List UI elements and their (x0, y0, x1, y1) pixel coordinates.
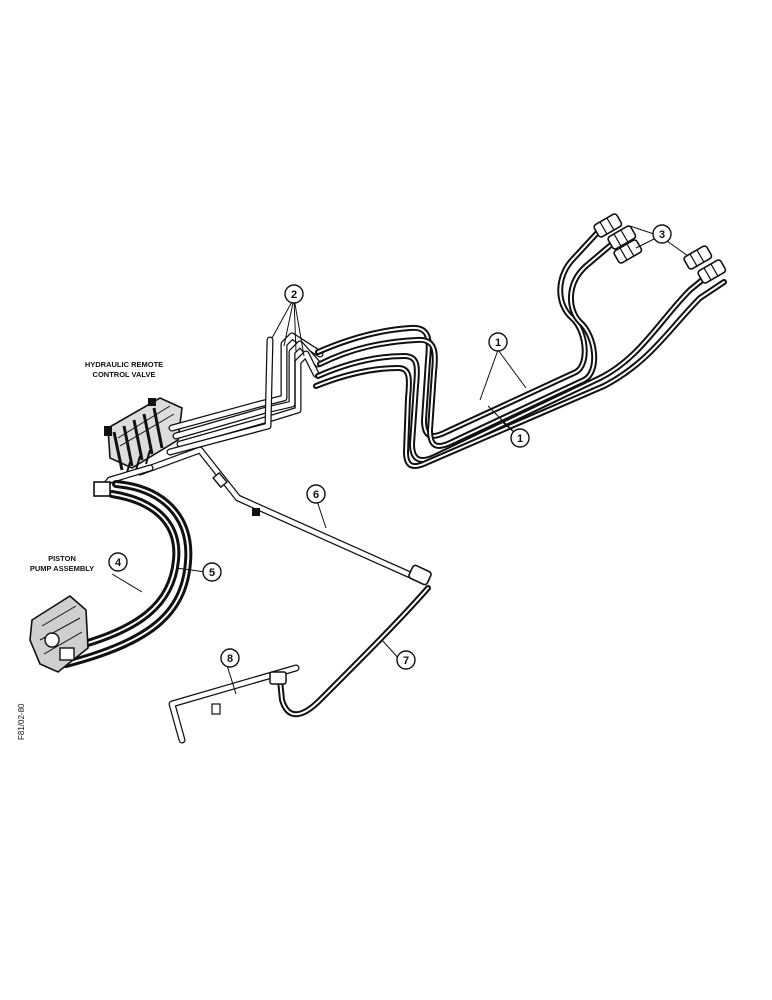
callout-number: 2 (291, 289, 297, 301)
valve-label-line1: HYDRAULIC REMOTE (85, 360, 163, 369)
pump-hoses-4-5 (62, 480, 193, 668)
callout-number: 3 (659, 229, 665, 241)
valve-label-line2: CONTROL VALVE (93, 370, 156, 379)
piston-pump-assembly (29, 595, 89, 673)
callout-number: 6 (313, 489, 319, 501)
callout-number: 8 (227, 653, 233, 665)
leader-lines (111, 225, 689, 695)
callout-1b: 1 (510, 428, 530, 448)
steel-feed-line-6 (96, 446, 432, 586)
pump-label-line2: PUMP ASSEMBLY (30, 564, 94, 573)
quick-couplers (593, 213, 727, 284)
callout-number: 1 (495, 337, 501, 349)
callout-5: 5 (202, 562, 222, 582)
return-hose-7 (277, 585, 431, 718)
callout-number: 1 (517, 433, 523, 445)
callout-number: 7 (403, 655, 409, 667)
callout-1a: 1 (488, 332, 508, 352)
hose-bundle-1 (313, 229, 727, 470)
callout-number: 4 (115, 557, 122, 569)
pump-label-line1: PISTON (48, 554, 76, 563)
return-tube-8 (168, 664, 300, 744)
callout-6: 6 (306, 484, 326, 504)
callout-8: 8 (220, 648, 240, 668)
callout-3: 3 (652, 224, 672, 244)
figure-id: F81/02-80 (17, 703, 26, 740)
remote-control-valve (104, 397, 183, 477)
callout-4: 4 (108, 552, 128, 572)
valve-steel-lines (166, 332, 324, 456)
callout-7: 7 (396, 650, 416, 670)
callout-2: 2 (284, 284, 304, 304)
callout-number: 5 (209, 567, 215, 579)
